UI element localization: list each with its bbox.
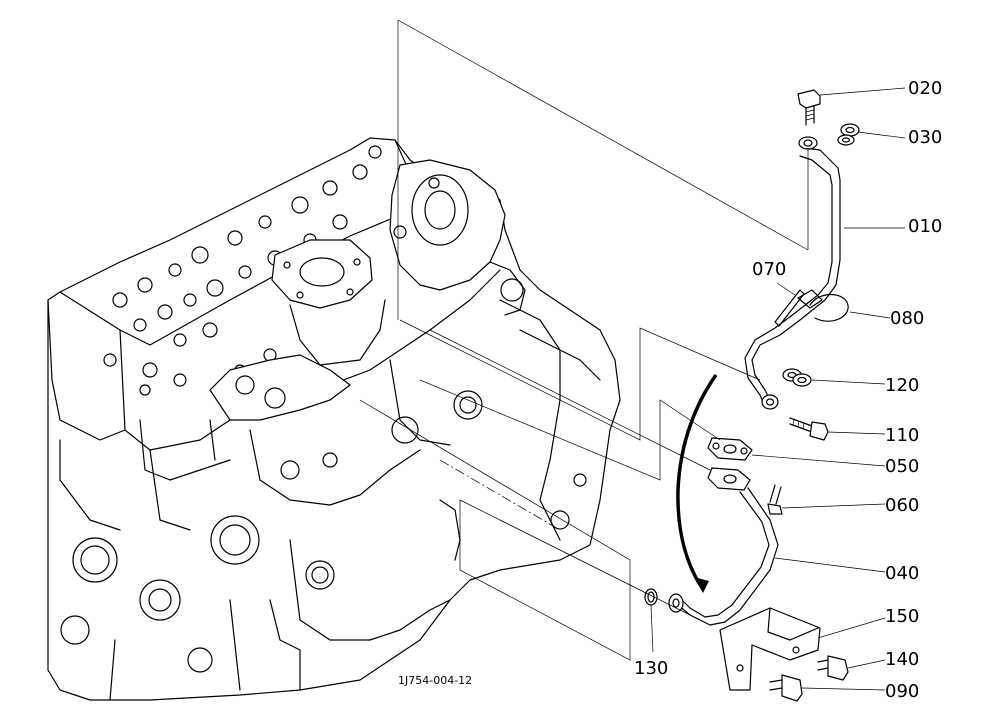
leader-lines (650, 87, 906, 691)
engine-block (47, 137, 621, 701)
bolt-110 (789, 417, 829, 441)
callout-080: 080 (890, 308, 924, 329)
callout-010: 010 (908, 216, 942, 237)
gasket-050 (707, 437, 753, 461)
bolt-060 (767, 484, 783, 515)
callout-090: 090 (885, 681, 919, 702)
bolt-140 (817, 655, 849, 681)
oil-pipe-lower-040 (668, 467, 779, 626)
center-lines (359, 19, 809, 661)
turbocharger (209, 159, 526, 421)
callout-150: 150 (885, 606, 919, 627)
callout-labels: 020 030 010 070 080 120 110 050 060 040 … (634, 78, 942, 702)
pin-070 (774, 289, 805, 327)
assembly-arrow (676, 373, 718, 593)
banjo-bolt-020 (797, 89, 821, 126)
gasket-washer-030 (837, 123, 860, 146)
o-ring-130 (644, 588, 658, 606)
callout-110: 110 (885, 425, 919, 446)
clamp-080 (797, 289, 849, 322)
callout-030: 030 (908, 127, 942, 148)
bracket-150 (719, 607, 821, 691)
callout-020: 020 (908, 78, 942, 99)
callout-060: 060 (885, 495, 919, 516)
callout-040: 040 (885, 563, 919, 584)
drawing-number: 1J754-004-12 (398, 674, 472, 687)
callout-070: 070 (752, 259, 786, 280)
callout-140: 140 (885, 649, 919, 670)
bolt-090 (769, 674, 803, 702)
callout-120: 120 (885, 375, 919, 396)
callout-130: 130 (634, 658, 668, 679)
head-bolt-holes (103, 145, 382, 396)
callout-050: 050 (885, 456, 919, 477)
gasket-120 (782, 368, 812, 387)
